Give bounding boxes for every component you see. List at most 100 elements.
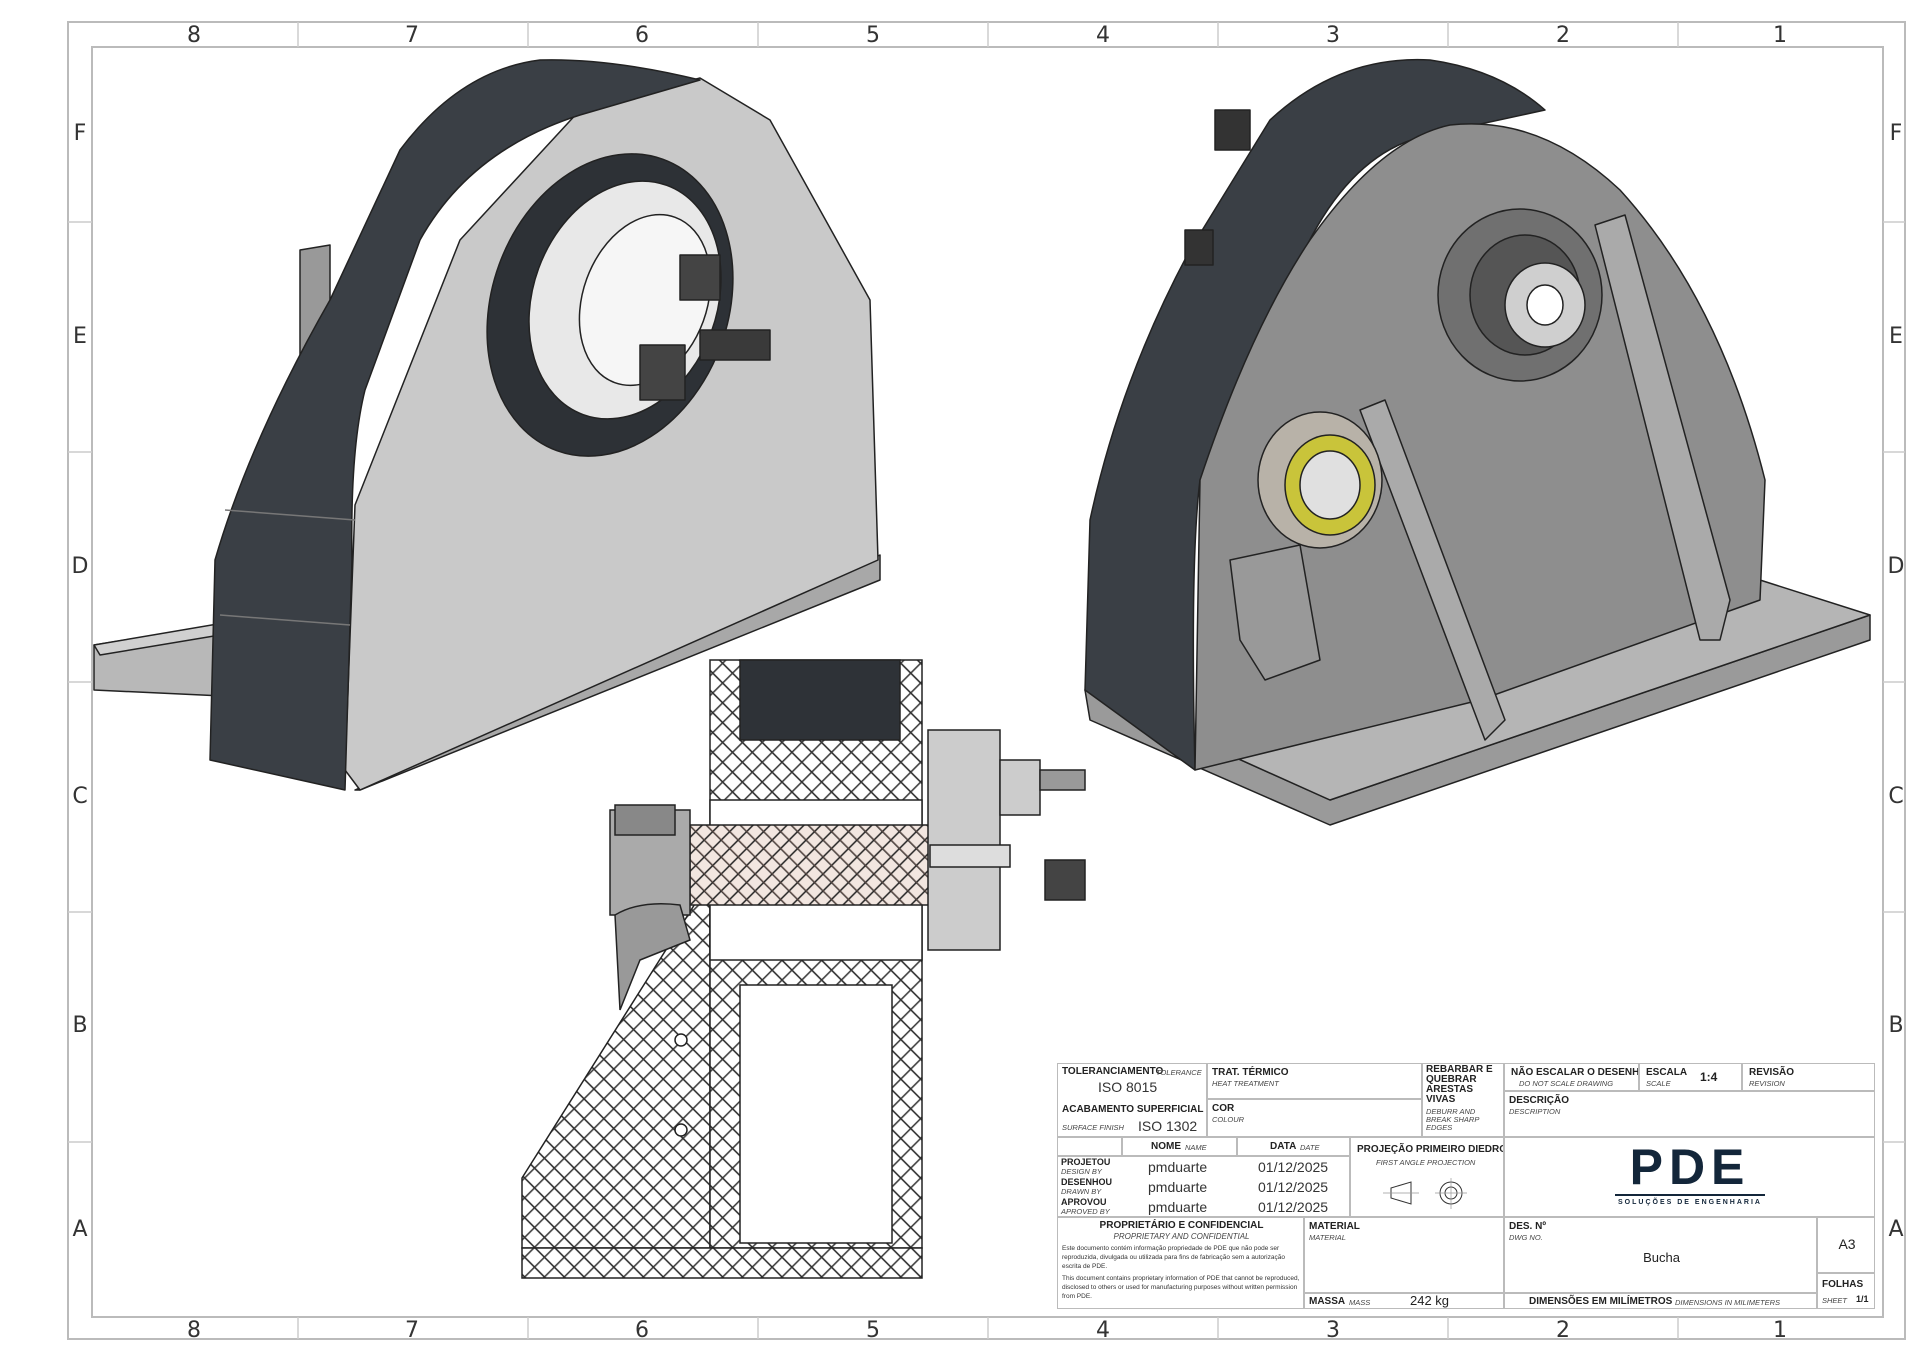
signature-role: DESENHOU	[1061, 1177, 1113, 1187]
date-header: DATA DATE	[1237, 1137, 1350, 1156]
name-header: NOME NAME	[1122, 1137, 1237, 1156]
sheet-value: 1/1	[1856, 1294, 1869, 1304]
signature-date: 01/12/2025	[1258, 1199, 1329, 1215]
mass-cell: MASSA MASS 242 kg	[1304, 1293, 1504, 1309]
zone-labels-top: 8 7 6 5 4 3 2 1	[187, 23, 1787, 48]
zone-col-3: 3	[1326, 1318, 1340, 1343]
zone-col-6: 6	[635, 23, 649, 48]
material-label-en: MATERIAL	[1309, 1233, 1346, 1242]
projection-label-en: FIRST ANGLE PROJECTION	[1376, 1158, 1476, 1167]
tolerance-cell: TOLERANCIAMENTO TOLERANCE ISO 8015 ACABA…	[1057, 1063, 1207, 1137]
zone-row-a: A	[1888, 1217, 1903, 1242]
zone-row-f: F	[74, 121, 87, 146]
no-scale-cell: NÃO ESCALAR O DESENHO DO NOT SCALE DRAWI…	[1504, 1063, 1639, 1091]
signature-name: pmduarte	[1148, 1179, 1208, 1195]
no-scale-label-en: DO NOT SCALE DRAWING	[1519, 1079, 1614, 1088]
zone-col-1: 1	[1773, 1318, 1787, 1343]
confidential-text-pt: Este documento contém informação proprie…	[1062, 1245, 1285, 1270]
signature-name: pmduarte	[1148, 1199, 1208, 1215]
surface-finish-value: ISO 1302	[1138, 1118, 1198, 1134]
sheet-size: A3	[1838, 1236, 1856, 1252]
zone-row-b: B	[1888, 1013, 1903, 1038]
scale-label: ESCALA	[1646, 1067, 1688, 1078]
zone-col-8: 8	[187, 23, 201, 48]
signature-date: 01/12/2025	[1258, 1179, 1329, 1195]
heat-treatment-cell: TRAT. TÉRMICO HEAT TREATMENT	[1207, 1063, 1422, 1099]
mass-label-en: MASS	[1349, 1298, 1371, 1307]
zone-labels-bottom: 8 7 6 5 4 3 2 1	[187, 1318, 1787, 1343]
zone-col-6: 6	[635, 1318, 649, 1343]
material-label: MATERIAL	[1309, 1221, 1360, 1232]
title-block: TOLERANCIAMENTO TOLERANCE ISO 8015 ACABA…	[1057, 1063, 1883, 1309]
zone-row-e: E	[1889, 324, 1903, 349]
signature-rows: PROJETOU DESIGN BY pmduarte 01/12/2025 D…	[1057, 1156, 1350, 1217]
signature-role-en: DRAWN BY	[1061, 1187, 1102, 1196]
zone-col-5: 5	[866, 1318, 880, 1343]
confidential-text-en: This document contains proprietary infor…	[1062, 1275, 1300, 1300]
surface-finish-label: ACABAMENTO SUPERFICIAL	[1062, 1104, 1204, 1115]
description-label-en: DESCRIPTION	[1509, 1107, 1561, 1116]
deburr-label-en: DEBURR AND BREAK SHARP EDGES	[1426, 1107, 1480, 1132]
zone-labels-left: F E D C B A	[72, 121, 89, 1242]
zone-row-b: B	[72, 1013, 87, 1038]
dimensions-label: DIMENSÕES EM MILÍMETROS	[1529, 1296, 1673, 1307]
zone-row-d: D	[1888, 554, 1905, 579]
zone-row-f: F	[1890, 121, 1903, 146]
size-cell: A3	[1817, 1217, 1875, 1273]
zone-col-2: 2	[1556, 1318, 1570, 1343]
confidential-cell: PROPRIETÁRIO E CONFIDENCIAL PROPRIETARY …	[1057, 1217, 1304, 1309]
scale-value: 1:4	[1700, 1070, 1718, 1084]
scale-label-en: SCALE	[1646, 1079, 1671, 1088]
zone-ticks	[68, 22, 1905, 1339]
deburr-label: REBARBAR E QUEBRAR ARESTAS VIVAS	[1426, 1064, 1493, 1105]
zone-row-c: C	[72, 784, 87, 809]
description-label: DESCRIÇÃO	[1509, 1095, 1570, 1106]
zone-labels-right: F E D C B A	[1888, 121, 1905, 1242]
logo-cell: PDE SOLUÇÕES DE ENGENHARIA	[1504, 1137, 1875, 1217]
zone-col-7: 7	[405, 23, 419, 48]
dwg-no-value: Bucha	[1643, 1250, 1680, 1265]
colour-label-en: COLOUR	[1212, 1115, 1245, 1124]
heat-treatment-label-en: HEAT TREATMENT	[1212, 1079, 1279, 1088]
description-cell: DESCRIÇÃO DESCRIPTION	[1504, 1091, 1875, 1137]
sheet-label-en: SHEET	[1822, 1296, 1848, 1305]
tolerance-label: TOLERANCIAMENTO	[1062, 1066, 1164, 1077]
zone-col-4: 4	[1096, 23, 1110, 48]
material-cell: MATERIAL MATERIAL	[1304, 1217, 1504, 1293]
dimensions-label-en: DIMENSIONS IN MILIMETERS	[1675, 1298, 1781, 1307]
signature-row: PROJETOU DESIGN BY pmduarte 01/12/2025	[1058, 1157, 1349, 1177]
zone-row-d: D	[72, 554, 89, 579]
sig-header-blank	[1057, 1137, 1122, 1156]
sheet-label: FOLHAS	[1822, 1279, 1864, 1290]
dimensions-cell: DIMENSÕES EM MILÍMETROS DIMENSIONS IN MI…	[1504, 1293, 1817, 1309]
signature-role: PROJETOU	[1061, 1157, 1111, 1167]
mass-label: MASSA	[1309, 1296, 1346, 1307]
confidential-title: PROPRIETÁRIO E CONFIDENCIAL	[1099, 1220, 1264, 1231]
isometric-view-rear	[1084, 58, 1871, 826]
tolerance-label-en: TOLERANCE	[1156, 1068, 1202, 1077]
surface-finish-label-en: SURFACE FINISH	[1062, 1123, 1124, 1132]
mass-value: 242 kg	[1410, 1293, 1450, 1308]
revision-label-en: REVISION	[1749, 1079, 1785, 1088]
colour-label: COR	[1212, 1103, 1235, 1114]
projection-label: PROJEÇÃO PRIMEIRO DIEDRO	[1357, 1144, 1504, 1155]
zone-row-a: A	[72, 1217, 87, 1242]
signature-row: APROVOU APROVED BY pmduarte 01/12/2025	[1058, 1197, 1349, 1216]
zone-col-5: 5	[866, 23, 880, 48]
name-header-label: NOME	[1151, 1141, 1181, 1152]
name-header-label-en: NAME	[1185, 1143, 1207, 1152]
signature-date: 01/12/2025	[1258, 1159, 1329, 1175]
logo-subtitle: SOLUÇÕES DE ENGENHARIA	[1615, 1194, 1765, 1207]
zone-col-8: 8	[187, 1318, 201, 1343]
deburr-cell: REBARBAR E QUEBRAR ARESTAS VIVAS DEBURR …	[1422, 1063, 1504, 1137]
confidential-title-en: PROPRIETARY AND CONFIDENTIAL	[1113, 1232, 1250, 1241]
zone-col-2: 2	[1556, 23, 1570, 48]
signature-row: DESENHOU DRAWN BY pmduarte 01/12/2025	[1058, 1177, 1349, 1197]
signature-name: pmduarte	[1148, 1159, 1208, 1175]
zone-col-1: 1	[1773, 23, 1787, 48]
zone-col-7: 7	[405, 1318, 419, 1343]
zone-col-3: 3	[1326, 23, 1340, 48]
no-scale-label: NÃO ESCALAR O DESENHO	[1511, 1067, 1639, 1078]
logo-text: PDE	[1629, 1139, 1751, 1195]
